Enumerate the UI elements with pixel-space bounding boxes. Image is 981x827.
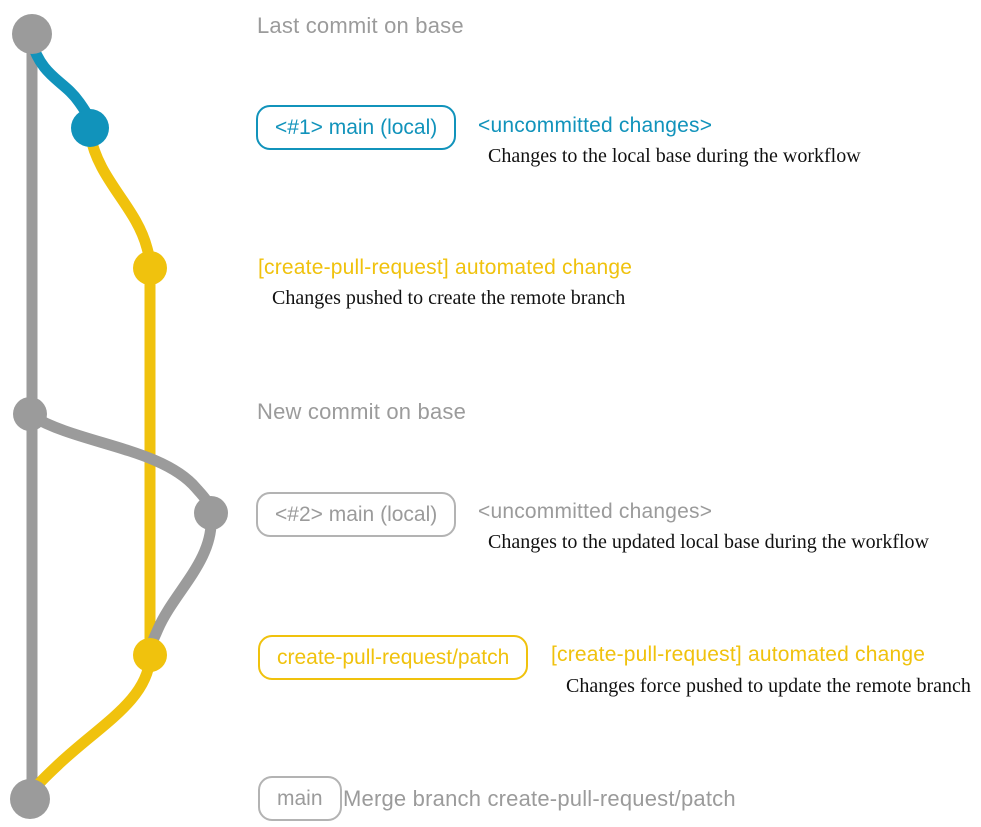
commit-dot-new-commit-on-base [13,397,47,431]
badge-main-local-1: <#1> main (local) [256,105,457,150]
heading-uncommitted-changes-2: <uncommitted changes> [478,500,713,523]
branch-patch-merge-curve [24,652,156,804]
heading-uncommitted-changes-1: <uncommitted changes> [478,114,713,137]
commit-dot-local-uncommitted-2 [194,496,228,530]
commit-dot-automated-change-1 [133,251,167,285]
branch-local2-to-patch-curve [144,511,217,661]
heading-automated-change-1: [create-pull-request] automated change [258,256,633,279]
description-force-push-update-branch: Changes force pushed to update the remot… [566,675,971,697]
commit-dot-merge [10,779,50,819]
branch-patch-line [84,128,156,661]
annotation-new-commit: New commit on base [257,399,467,424]
heading-automated-change-2: [create-pull-request] automated change [551,643,926,666]
badge-create-pull-request-patch: create-pull-request/patch [258,635,529,680]
badge-main-local-2: <#2> main (local) [256,492,457,537]
badge-main: main [258,776,342,821]
annotation-last-commit: Last commit on base [257,13,464,38]
commit-dot-automated-change-2 [133,638,167,672]
heading-merge-branch: Merge branch create-pull-request/patch [343,786,736,811]
description-local-base-changes-1: Changes to the local base during the wor… [488,145,861,167]
commit-dot-last-commit-on-base [12,14,52,54]
commit-dot-local-uncommitted-1 [71,109,109,147]
description-push-create-branch: Changes pushed to create the remote bran… [272,287,626,309]
description-local-base-changes-2: Changes to the updated local base during… [488,531,929,553]
branch-local2-curve [26,410,217,519]
